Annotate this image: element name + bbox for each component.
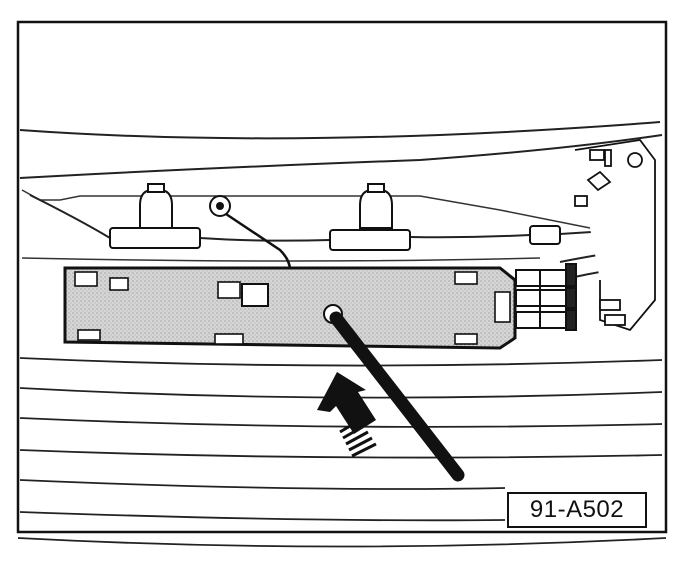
arrow-icon <box>317 372 377 458</box>
control-module <box>63 266 517 350</box>
wire-sleeves <box>109 225 561 251</box>
reference-code-label: 91-A502 <box>507 492 647 528</box>
side-bracket <box>574 139 656 332</box>
recess-edge <box>21 257 541 262</box>
bulb-socket-icon <box>139 183 393 229</box>
bumper-contours <box>17 357 667 548</box>
lid-contours <box>19 121 663 179</box>
screwdriver-icon <box>329 311 465 482</box>
connector-plug-icon <box>515 263 577 331</box>
recess-outline <box>21 189 641 251</box>
ground-plug <box>241 283 269 307</box>
